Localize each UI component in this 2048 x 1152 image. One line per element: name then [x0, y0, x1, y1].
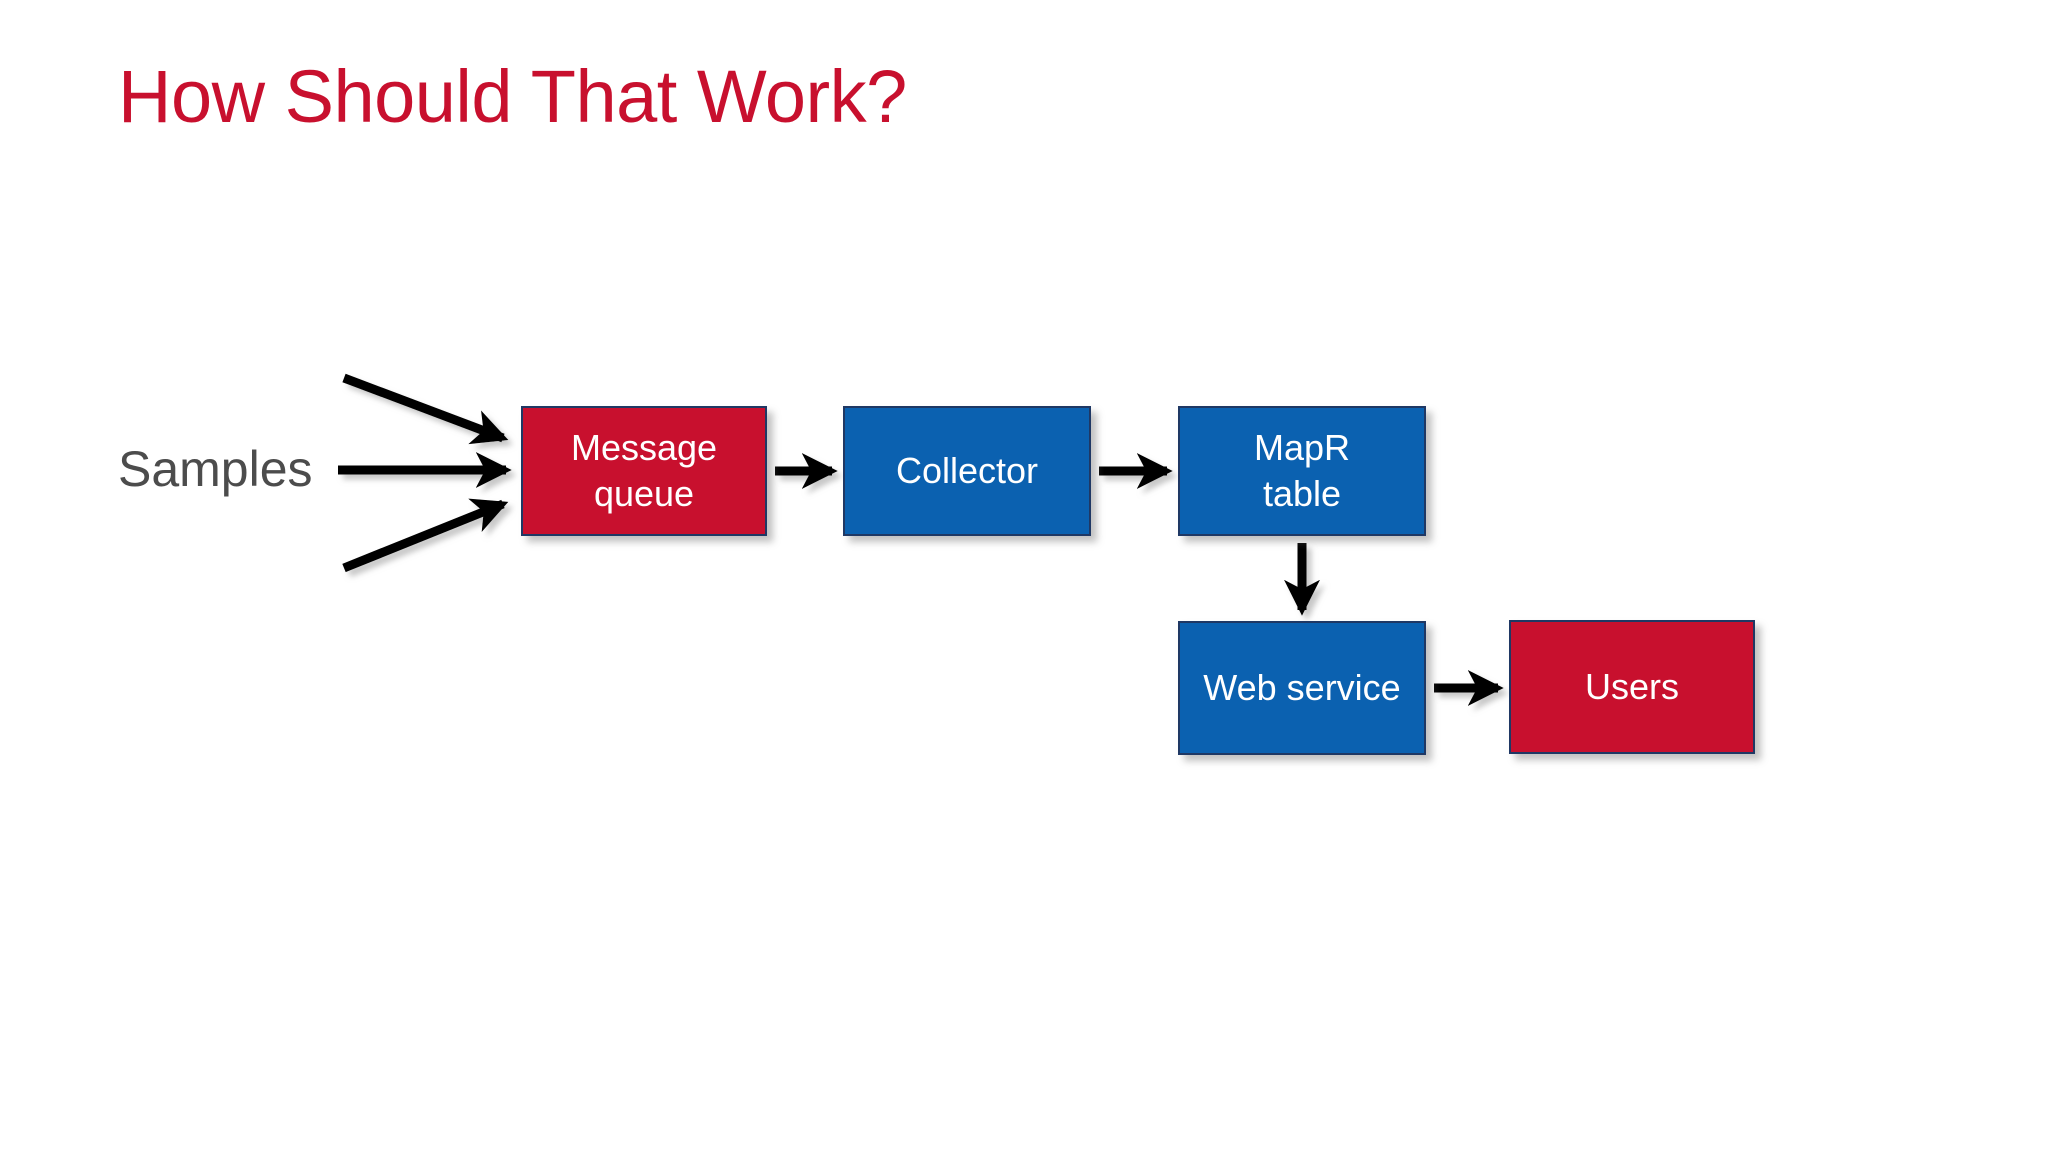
node-mapr-table[interactable]: MapR table [1178, 406, 1426, 536]
node-collector[interactable]: Collector [843, 406, 1091, 536]
node-mapr-table-line2: table [1262, 473, 1342, 514]
node-message-queue-line1: Message [570, 426, 718, 468]
node-message-queue-label: Message queue [565, 425, 723, 517]
node-web-service-label: Web service [1203, 666, 1401, 708]
node-web-service[interactable]: Web service [1178, 621, 1426, 755]
page-title: How Should That Work? [118, 55, 907, 138]
node-users-label: Users [1584, 665, 1679, 707]
arrow-sample-bottom [342, 498, 509, 573]
arrow-sample-top [342, 373, 509, 445]
samples-source-label: Samples [118, 441, 313, 497]
node-message-queue-line2: queue [593, 473, 695, 514]
node-mapr-table-label: MapR table [1248, 425, 1356, 517]
node-mapr-table-line1: MapR [1253, 426, 1351, 468]
node-users[interactable]: Users [1509, 620, 1755, 754]
node-collector-label: Collector [895, 449, 1039, 491]
node-message-queue[interactable]: Message queue [521, 406, 767, 536]
